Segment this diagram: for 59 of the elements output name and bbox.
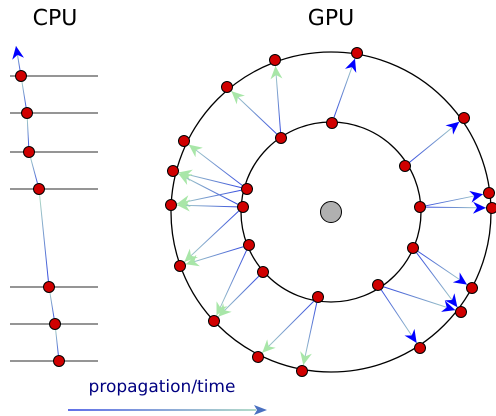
panel-title: GPU: [308, 6, 354, 31]
panel-title: CPU: [32, 6, 78, 31]
node-dot: [241, 183, 253, 195]
node-dot: [174, 260, 186, 272]
node-dot: [165, 199, 177, 211]
arrow: [417, 250, 468, 286]
arrow: [185, 246, 244, 266]
node-dot: [372, 279, 384, 291]
node-dot: [33, 183, 45, 195]
node-dot: [351, 47, 363, 59]
arrow: [178, 170, 242, 188]
arrow: [380, 290, 418, 344]
node-dot: [455, 306, 467, 318]
arrow: [300, 302, 318, 366]
node-dot: [49, 318, 61, 330]
arrow: [176, 200, 238, 212]
node-dot: [326, 117, 338, 129]
node-dot: [43, 281, 55, 293]
arrow: [262, 300, 314, 354]
node-dot: [257, 266, 269, 278]
node-dot: [407, 242, 419, 254]
arrow: [218, 276, 260, 318]
node-dot: [15, 70, 27, 82]
node-dot: [466, 282, 478, 294]
arrow: [176, 190, 242, 207]
arrow: [409, 121, 460, 163]
node-dot: [167, 165, 179, 177]
arrow: [383, 286, 456, 312]
arrow: [184, 210, 240, 262]
node-dot: [221, 81, 233, 93]
arrow: [425, 190, 484, 206]
node-dot: [243, 239, 255, 251]
node-dot: [458, 112, 470, 124]
arrow: [12, 46, 24, 71]
arrow: [416, 252, 458, 308]
arrow: [178, 173, 238, 205]
node-dot: [208, 315, 220, 327]
node-dot: [53, 355, 65, 367]
arrow: [216, 250, 247, 316]
node-dot: [296, 365, 308, 377]
node-dot: [21, 107, 33, 119]
node-dot: [399, 160, 411, 172]
node-dot: [178, 135, 190, 147]
node-dot: [275, 132, 287, 144]
arrow: [334, 58, 356, 118]
arrow: [188, 144, 243, 186]
node-dot: [252, 351, 264, 363]
node-dot: [23, 146, 35, 158]
node-dot: [414, 201, 426, 213]
arrow: [230, 90, 278, 134]
node-dot: [237, 201, 249, 213]
arrow: [426, 202, 486, 214]
node-dot: [486, 202, 496, 214]
node-dot: [414, 342, 426, 354]
arrow: [270, 65, 282, 133]
axis-label: propagation/time: [88, 377, 236, 397]
node-dot: [269, 54, 281, 66]
node-dot: [483, 187, 495, 199]
node-dot: [312, 291, 324, 303]
